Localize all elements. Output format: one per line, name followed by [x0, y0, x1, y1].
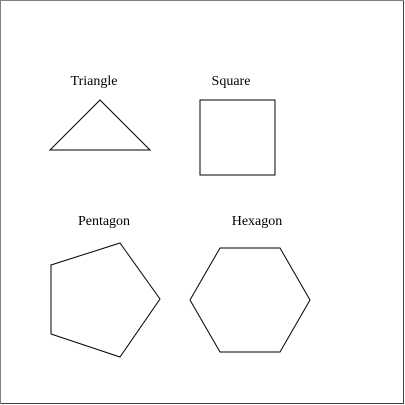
hexagon-shape: [189, 247, 311, 353]
pentagon-label: Pentagon: [78, 214, 130, 229]
square-label: Square: [212, 74, 251, 89]
hexagon-label: Hexagon: [232, 214, 283, 229]
pentagon-shape: [50, 242, 161, 358]
triangle-label: Triangle: [71, 74, 118, 89]
square-shape: [199, 99, 276, 176]
triangle-shape: [48, 99, 152, 151]
